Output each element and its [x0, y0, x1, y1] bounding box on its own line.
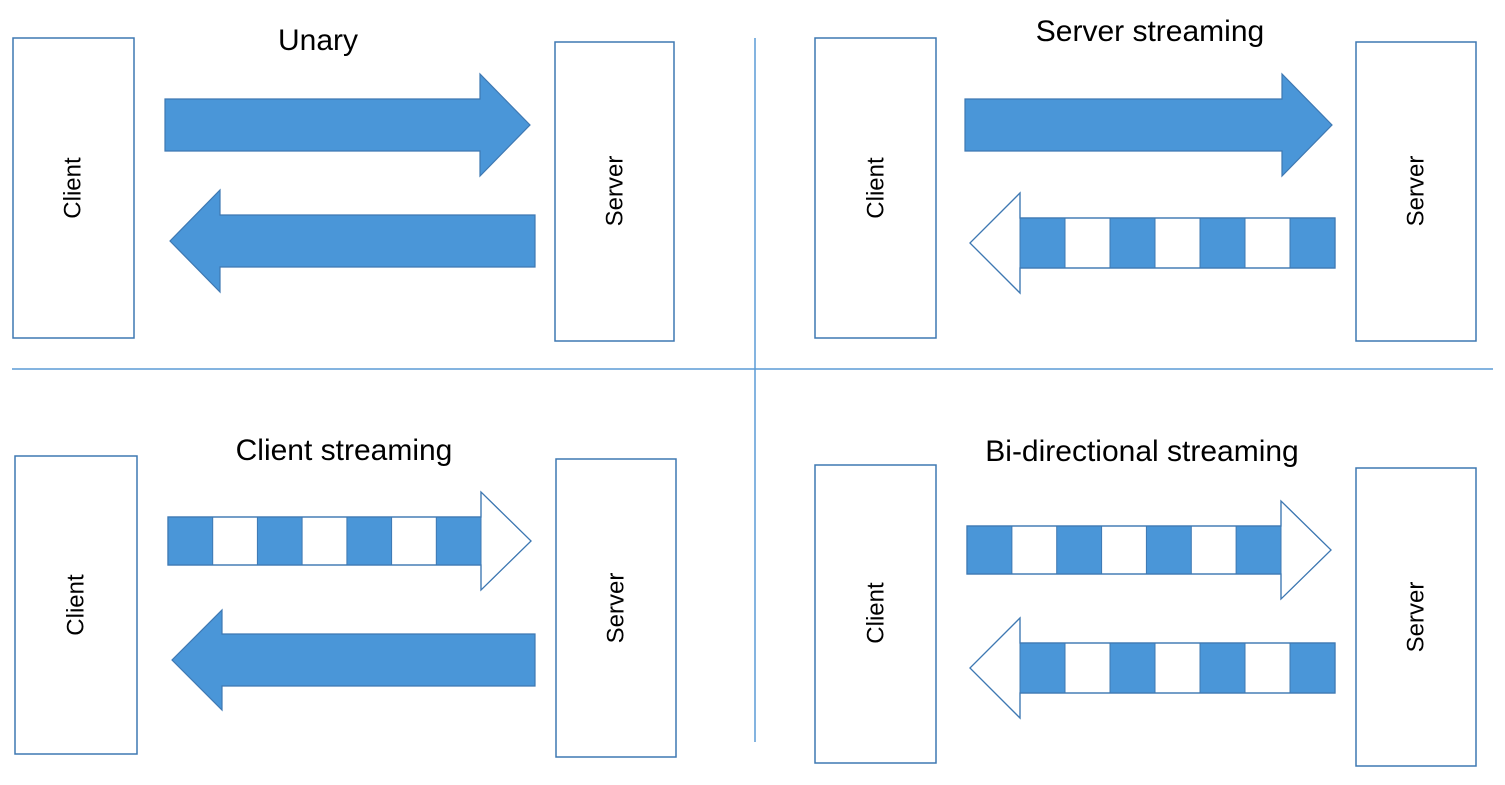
server-label-client-streaming: Server: [603, 573, 630, 644]
panel-title-server-streaming: Server streaming: [1036, 15, 1264, 48]
panel-bidi-streaming: Bi-directional streaming Client Server: [814, 435, 1477, 767]
client-box-bidi-streaming: [814, 464, 937, 764]
panel-unary: Unary Client Server: [12, 24, 675, 342]
arrow-body: [169, 188, 536, 294]
server-box-unary: [554, 41, 675, 342]
response-arrow-bidi-streaming: [969, 616, 1336, 720]
stream-message-block: [1019, 642, 1066, 694]
arrow-outline: [167, 490, 532, 592]
client-box-unary: [12, 37, 135, 339]
stream-message-block: [1199, 642, 1246, 694]
client-label-unary: Client: [60, 157, 87, 219]
arrow-body: [164, 72, 531, 178]
arrow-body: [964, 72, 1333, 178]
request-arrow-server-streaming: [964, 72, 1333, 178]
client-label-bidi-streaming: Client: [863, 582, 890, 644]
server-label-server-streaming: Server: [1403, 156, 1430, 227]
stream-message-block: [256, 516, 303, 566]
response-arrow-server-streaming: [969, 191, 1336, 295]
stream-message-block: [435, 516, 482, 566]
client-label-server-streaming: Client: [863, 157, 890, 219]
panel-title-unary: Unary: [278, 24, 358, 57]
client-box-client-streaming: [14, 455, 138, 755]
client-label-client-streaming: Client: [63, 574, 90, 636]
response-arrow-unary: [169, 188, 536, 294]
server-label-bidi-streaming: Server: [1403, 582, 1430, 653]
request-arrow-unary: [164, 72, 531, 178]
stream-message-block: [1109, 642, 1156, 694]
panel-client-streaming: Client streaming Client Server: [14, 434, 677, 758]
arrow-body: [171, 608, 536, 712]
server-label-unary: Server: [602, 156, 629, 227]
stream-message-block: [1056, 525, 1103, 575]
request-arrow-client-streaming: [167, 490, 532, 592]
stream-message-block: [1235, 525, 1282, 575]
stream-message-block: [966, 525, 1013, 575]
arrow-outline: [969, 191, 1336, 295]
stream-message-block: [167, 516, 214, 566]
request-arrow-bidi-streaming: [966, 499, 1332, 601]
stream-message-block: [1289, 642, 1336, 694]
client-box-server-streaming: [814, 37, 937, 339]
stream-message-block: [1289, 217, 1336, 269]
panel-title-bidi-streaming: Bi-directional streaming: [985, 435, 1298, 468]
stream-message-block: [1109, 217, 1156, 269]
panel-title-client-streaming: Client streaming: [236, 434, 453, 467]
server-box-server-streaming: [1355, 41, 1477, 342]
stream-message-block: [1145, 525, 1192, 575]
response-arrow-client-streaming: [171, 608, 536, 712]
server-box-client-streaming: [555, 458, 677, 758]
arrow-outline: [969, 616, 1336, 720]
server-box-bidi-streaming: [1355, 467, 1477, 767]
stream-message-block: [1019, 217, 1066, 269]
panel-server-streaming: Server streaming Client Server: [814, 15, 1477, 342]
stream-message-block: [1199, 217, 1246, 269]
stream-message-block: [346, 516, 393, 566]
arrow-outline: [966, 499, 1332, 601]
